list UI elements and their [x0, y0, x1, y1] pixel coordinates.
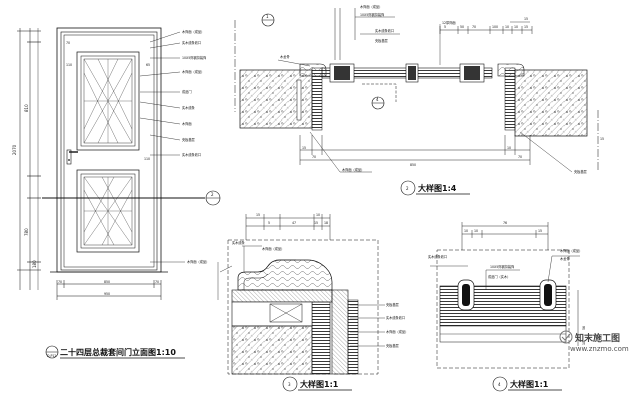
d2-top-b: 50 — [460, 25, 464, 29]
d2-bottom-total: 850 — [410, 163, 416, 167]
d3-title: 大样图1:1 — [300, 379, 339, 389]
d4-title: 大样图1:1 — [510, 379, 549, 389]
elev-note-4: 木饰面（成品） — [182, 69, 204, 74]
d2-note-top-3: 夹板基层 — [375, 38, 388, 43]
d3-note-2: 木饰面（成品） — [262, 246, 284, 251]
callout-4: 4 — [376, 97, 379, 102]
d2-note-left-1: 木龙骨 — [280, 54, 290, 59]
elev-note-10: 木饰面（成品） — [187, 259, 209, 264]
d4-note-4: 木饰面（成品） — [560, 248, 582, 253]
d4-note-2: 10X5饰钢扣装饰 — [490, 264, 514, 269]
watermark-brand: 知末施工图 — [574, 332, 620, 344]
door-elevation: 2070 810 780 180 — [12, 27, 221, 359]
elev-note-8: 夹板基层 — [182, 137, 195, 142]
d3-number: 3 — [288, 382, 291, 387]
d4-top-b: 10 — [474, 229, 478, 233]
d3-top-c: 15 — [314, 221, 318, 225]
d2-bottom-left2: 15 — [302, 146, 306, 150]
dim-rail-mid: 110 — [144, 157, 150, 161]
d3-note-3: 夹板基层 — [386, 302, 399, 307]
dim-height-total: 2070 — [12, 144, 17, 155]
elev-note-3: 10X5饰钢扣装饰 — [182, 55, 206, 60]
dim-top-margin: 70 — [66, 41, 70, 45]
d3-top-a: 5 — [268, 221, 270, 225]
d2-number: 2 — [406, 186, 409, 191]
watermark: 知末施工图 www.znzmo.com — [559, 330, 629, 353]
elevation-title: 二十四层总裁套间门立面图1:10 — [60, 347, 176, 357]
d2-wrap-label: 12厚饰面 — [442, 20, 456, 25]
dim-side-right: 70 — [155, 280, 159, 284]
dim-width-inner: 850 — [104, 280, 110, 284]
elev-note-7: 木饰面 — [182, 121, 192, 126]
dim-height-upper: 810 — [24, 104, 29, 112]
d2-top-f: 10 — [514, 25, 518, 29]
d4-top-a: 10 — [464, 229, 468, 233]
dim-panel-w-right: 65 — [146, 63, 150, 67]
d4-side-b: 10 — [582, 341, 586, 345]
callout-1: 1 — [266, 14, 269, 19]
d4-note-5: 木龙骨 — [560, 256, 570, 261]
door-handle-icon — [66, 149, 78, 165]
d4-side-a: 56 — [582, 326, 586, 330]
d3-note-6: 夹板基层 — [386, 343, 399, 348]
d2-bottom-right2: 70 — [518, 155, 522, 159]
d2-right-side: 15 — [600, 137, 604, 141]
d3-note-4: 实木线条收口 — [386, 315, 405, 320]
d3-top-d: 18 — [324, 221, 328, 225]
elev-note-5: 成品门 — [182, 89, 192, 94]
watermark-logo-icon — [559, 330, 573, 344]
detail-2-section: 1 5 50 70 100 10 10 15 15 12厚饰面 10X5饰钢扣 — [234, 4, 604, 196]
watermark-url: www.znzmo.com — [570, 345, 629, 353]
d3-note-5: 木饰面（成品） — [386, 329, 408, 334]
elevation-ref: D.P12 — [47, 354, 56, 358]
dim-height-lower: 780 — [24, 228, 29, 236]
d2-top-e: 100 — [492, 25, 498, 29]
d3-top-total: 15 — [256, 213, 260, 217]
d2-bottom-left: 70 — [312, 155, 316, 159]
dim-side-left: 70 — [58, 280, 62, 284]
dim-width-outer: 950 — [104, 292, 110, 296]
d4-note-3: 成品门（实木） — [488, 274, 510, 279]
elev-note-6: 实木线条 — [182, 105, 196, 110]
callout-2-elev: 2 — [211, 192, 214, 197]
detail-3-section: 15 10 5 47 15 18 — [217, 213, 408, 392]
d4-note-1: 实木线条收口 — [428, 254, 447, 259]
d2-top-h: 15 — [524, 17, 528, 21]
elev-note-1: 木饰面（成品） — [182, 29, 204, 34]
d4-number: 4 — [498, 382, 501, 387]
d2-bottom-right: 10 — [507, 146, 511, 150]
detail-4-section: 76 10 10 15 56 10 实木线条收口 10X5饰钢扣装饰 成品门（实… — [428, 221, 586, 392]
d3-top-e: 10 — [316, 213, 320, 217]
d2-note-bottom-2: 夹板基层 — [574, 169, 587, 174]
d2-top-c: 70 — [472, 25, 476, 29]
d3-note-1: 实木线条 — [232, 240, 246, 245]
d2-top-g: 15 — [524, 25, 528, 29]
dim-rail-top: 110 — [66, 63, 72, 67]
d4-top-total: 76 — [503, 221, 507, 225]
d2-note-bottom-1: 木饰面（成品） — [342, 167, 364, 172]
dim-height-base: 180 — [32, 260, 37, 268]
d2-top-a: 5 — [444, 25, 446, 29]
d2-top-d: 10 — [505, 25, 509, 29]
d2-note-top-2: 实木线条收口 — [375, 28, 394, 33]
d3-top-b: 47 — [292, 221, 296, 225]
elev-note-9: 实木线条收口 — [182, 152, 201, 157]
d2-title: 大样图1:4 — [418, 183, 457, 193]
d4-top-c: 15 — [538, 229, 542, 233]
elev-note-2: 实木线条收口 — [182, 40, 201, 45]
d2-glass-spec: 10X5饰钢扣装饰 — [360, 12, 384, 17]
d2-note-top-1: 木饰面（成品） — [360, 4, 382, 9]
elevation-title-block: D.P12 二十四层总裁套间门立面图1:10 — [45, 345, 185, 359]
